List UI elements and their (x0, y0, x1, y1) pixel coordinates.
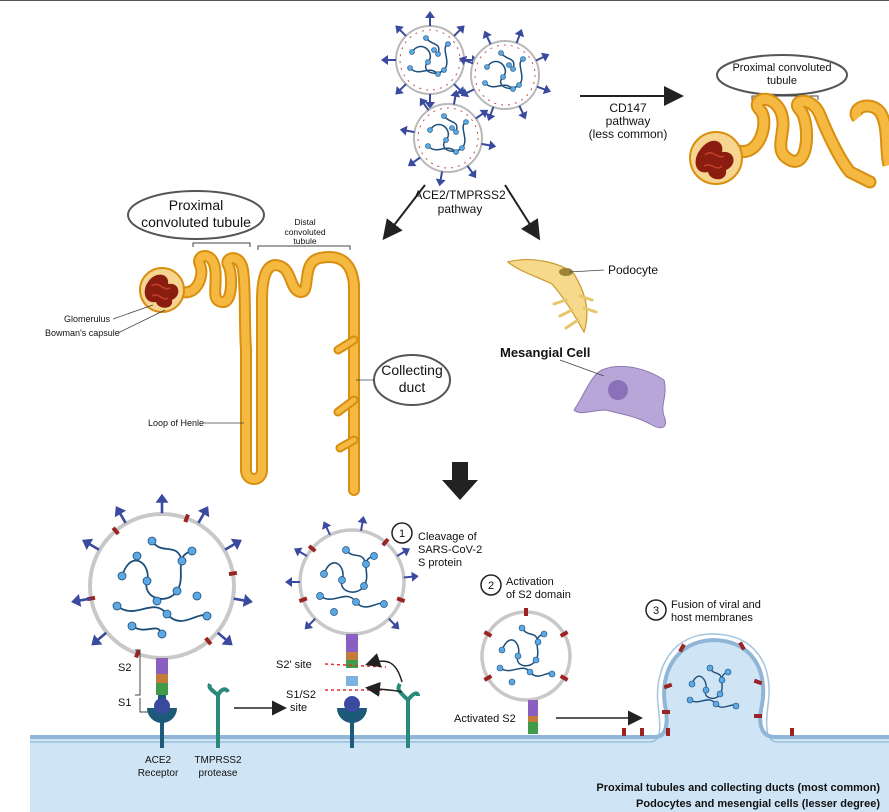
nephron-diagram: Proximal convoluted tubule Distal convol… (45, 190, 451, 496)
glomerulus-label: Glomerulus (64, 314, 111, 324)
top-right-nephron: Proximal convoluted tubule (689, 54, 889, 189)
down-arrow (442, 462, 478, 500)
svg-text:pathway: pathway (438, 202, 483, 216)
svg-text:CD147: CD147 (609, 101, 647, 115)
cleavage-arrow-bottom (365, 681, 403, 697)
ace2-receptor-label: ACE2 Receptor (138, 755, 179, 779)
step-2: 2 Activation of S2 domain (480, 574, 571, 601)
svg-text:TMPRSS2: TMPRSS2 (194, 755, 242, 766)
pct-oval-top-line1: Proximal convoluted (732, 62, 831, 74)
s1s2-site-label-2: site (290, 702, 307, 714)
virus-activated (480, 608, 572, 702)
collecting-duct-line2: duct (399, 379, 426, 395)
activated-s2-label: Activated S2 (454, 713, 516, 725)
tmprss2-label: TMPRSS2 protease (194, 755, 242, 779)
s2-label: S2 (118, 662, 131, 674)
ace2-receptor (147, 698, 177, 748)
pct-oval (127, 190, 265, 240)
mesangial-cell-label: Mesangial Cell (500, 345, 590, 360)
svg-text:Activation: Activation (506, 576, 554, 588)
podocyte-label: Podocyte (608, 263, 658, 277)
nephron-tubule (172, 250, 360, 496)
podocyte (506, 259, 598, 334)
ace2-arrow-left (382, 184, 426, 241)
pct-oval-top (716, 54, 848, 96)
pct-oval-top-line2: tubule (767, 75, 797, 87)
distal-label-2: convoluted (284, 227, 325, 237)
step-3: 3 Fusion of viral and host membranes (645, 599, 761, 624)
spike-protein-left (156, 658, 168, 705)
s2-prime-site-label: S2' site (276, 659, 312, 671)
fused-viral-genome (622, 641, 794, 736)
tmprss2-protease (207, 683, 230, 748)
svg-text:Cleavage of: Cleavage of (418, 531, 478, 543)
svg-text:2: 2 (488, 580, 494, 592)
collecting-duct-line1: Collecting (381, 362, 442, 378)
distal-label-1: Distal (294, 217, 315, 227)
svg-text:ACE2: ACE2 (145, 755, 172, 766)
svg-text:SARS-CoV-2: SARS-CoV-2 (418, 544, 482, 556)
svg-text:of S2 domain: of S2 domain (506, 589, 571, 601)
footer-line-1: Proximal tubules and collecting ducts (m… (596, 782, 880, 794)
svg-text:Fusion of viral and: Fusion of viral and (671, 599, 761, 611)
svg-text:Receptor: Receptor (138, 768, 179, 779)
footer-line-2: Podocytes and mesengial cells (lesser de… (636, 798, 880, 810)
svg-text:(less common): (less common) (589, 127, 668, 141)
mesangial-cell (573, 365, 666, 429)
s1-label: S1 (118, 697, 131, 709)
spike-protein-middle (337, 634, 367, 748)
pct-oval-line1: Proximal (169, 197, 223, 213)
virus-cluster (380, 10, 554, 189)
ace2-pathway-label: ACE2/TMPRSS2 pathway (414, 188, 506, 216)
glomerulus (139, 267, 185, 313)
svg-text:pathway: pathway (606, 114, 651, 128)
svg-text:1: 1 (399, 528, 405, 540)
footer-summary: Proximal tubules and collecting ducts (m… (596, 782, 880, 810)
cd147-pathway-label: CD147 pathway (less common) (589, 101, 668, 141)
svg-text:3: 3 (653, 605, 659, 617)
s1s2-site-label-1: S1/S2 (286, 689, 316, 701)
svg-text:ACE2/TMPRSS2: ACE2/TMPRSS2 (414, 188, 506, 202)
step-1: 1 Cleavage of SARS-CoV-2 S protein (391, 522, 482, 569)
virus-large (68, 492, 256, 660)
distal-label-3: tubule (293, 236, 316, 246)
loop-of-henle-label: Loop of Henle (148, 418, 204, 428)
activated-s2-domain (528, 700, 538, 734)
svg-text:host membranes: host membranes (671, 612, 753, 624)
bowmans-capsule-label: Bowman's capsule (45, 328, 120, 338)
cleavage-arrow-top (365, 653, 403, 683)
svg-text:protease: protease (199, 768, 238, 779)
ace2-arrow-right (504, 184, 541, 241)
pct-oval-line2: convoluted tubule (141, 214, 251, 230)
svg-text:S protein: S protein (418, 557, 462, 569)
